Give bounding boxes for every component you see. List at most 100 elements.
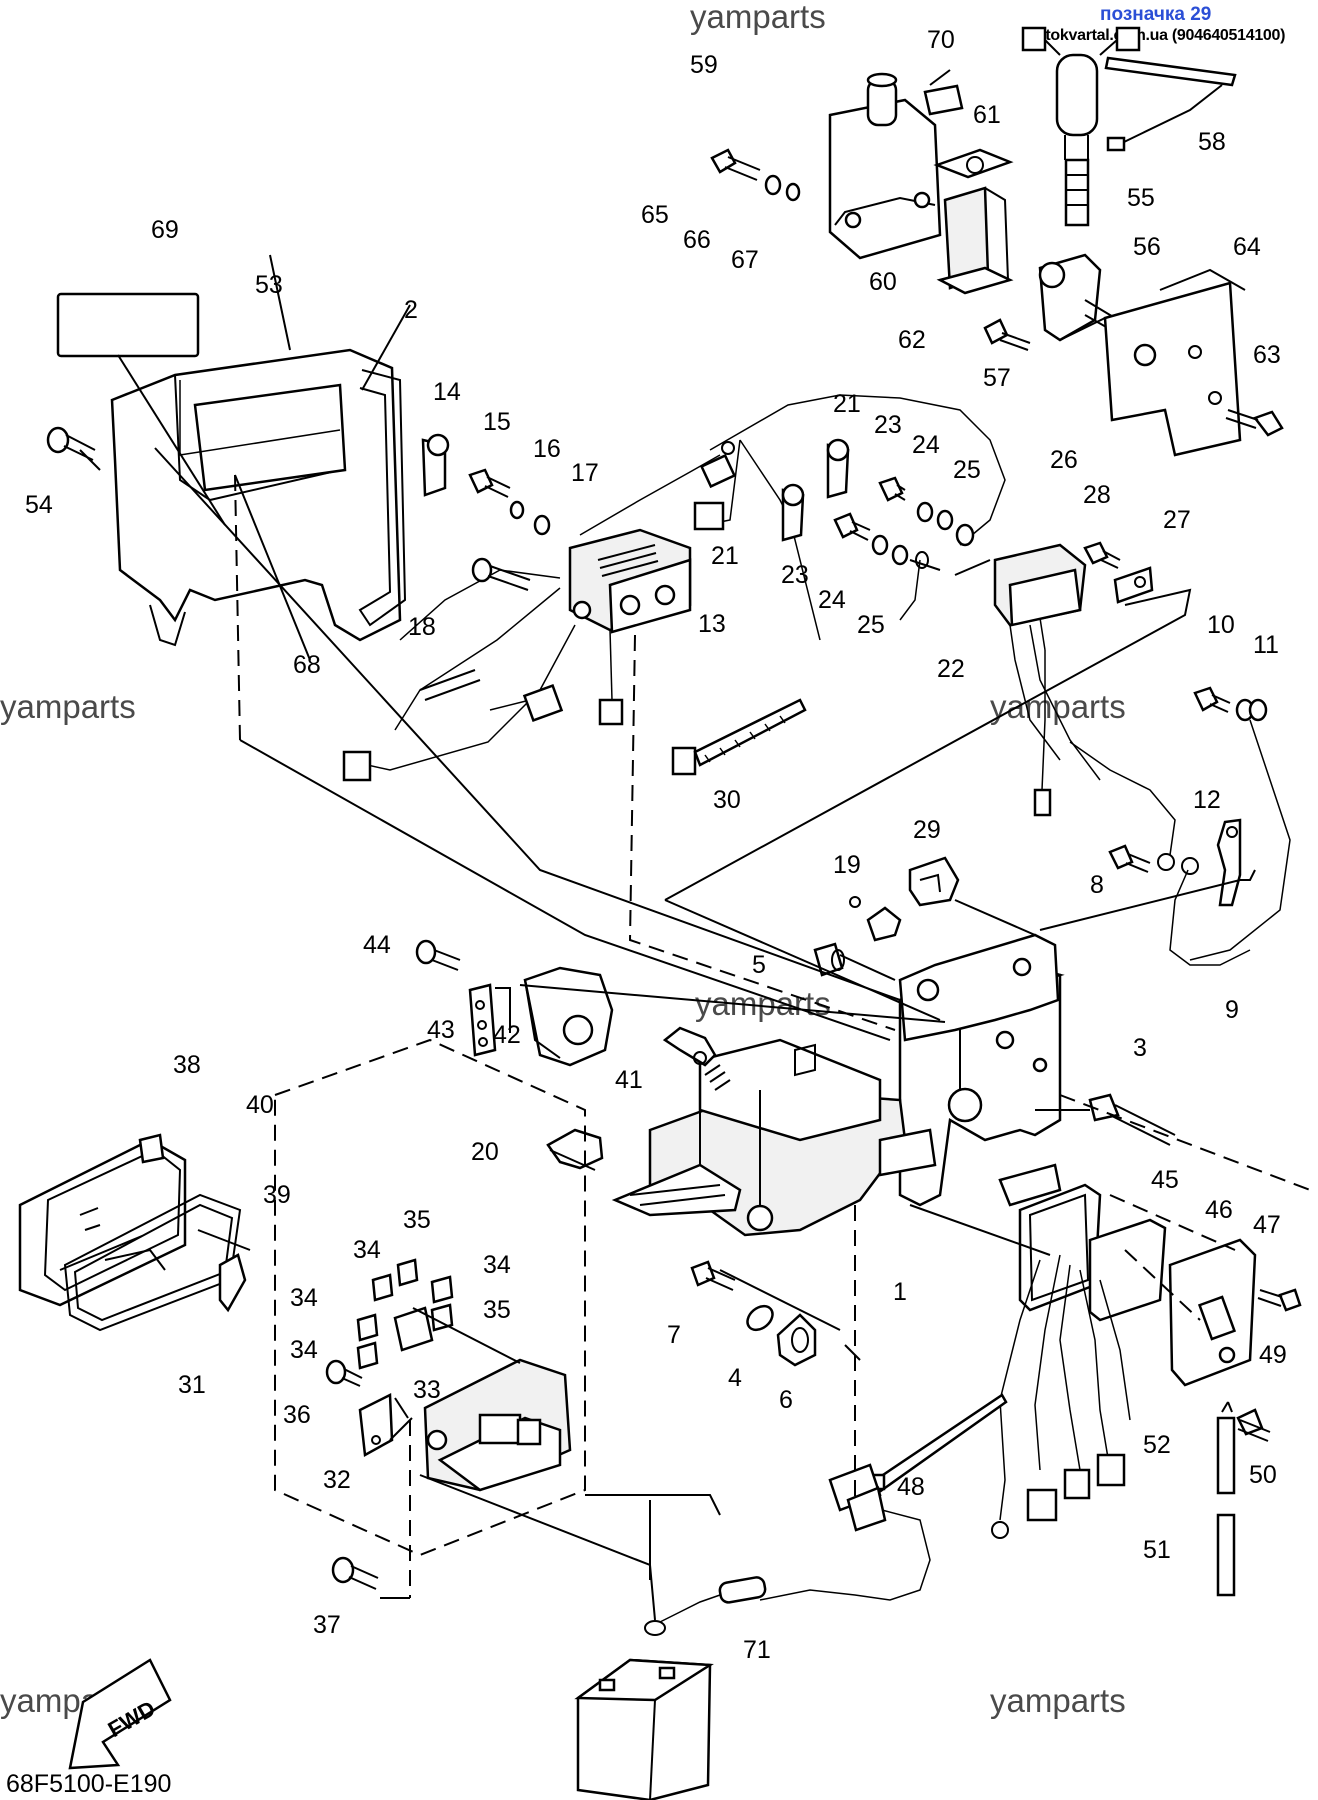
callout-number[interactable]: 58 — [1198, 128, 1226, 156]
callout-number[interactable]: 19 — [833, 851, 861, 879]
callout-number[interactable]: 59 — [690, 51, 718, 79]
callout-number[interactable]: 31 — [178, 1371, 206, 1399]
watermark: yamparts — [690, 0, 826, 35]
callout-number[interactable]: 41 — [615, 1066, 643, 1094]
callout-number[interactable]: 33 — [413, 1376, 441, 1404]
callout-number[interactable]: 11 — [1253, 631, 1279, 659]
callout-number[interactable]: 36 — [283, 1401, 311, 1429]
callout-number[interactable]: 22 — [937, 655, 965, 683]
callout-number[interactable]: 23 — [874, 411, 902, 439]
cdi-unit-group — [866, 1183, 1302, 1597]
callout-number[interactable]: 35 — [403, 1206, 431, 1234]
callout-number[interactable]: 21 — [711, 542, 739, 570]
callout-number[interactable]: 71 — [743, 1636, 771, 1664]
callout-number[interactable]: 43 — [427, 1016, 455, 1044]
callout-number[interactable]: 3 — [1133, 1034, 1147, 1062]
callout-number[interactable]: 49 — [1259, 1341, 1287, 1369]
watermark: yamparts — [695, 985, 831, 1022]
callout-number[interactable]: 14 — [433, 378, 461, 406]
callout-number[interactable]: 12 — [1193, 786, 1221, 814]
callout-number[interactable]: 25 — [953, 456, 981, 484]
callout-number[interactable]: 39 — [263, 1181, 291, 1209]
callout-number[interactable]: 47 — [1253, 1211, 1281, 1239]
ignition-coil-group — [710, 26, 1284, 457]
callout-number[interactable]: 34 — [290, 1284, 318, 1312]
callout-number[interactable]: 48 — [897, 1473, 925, 1501]
callout-number[interactable]: 24 — [818, 586, 846, 614]
callout-number[interactable]: 32 — [323, 1466, 351, 1494]
callout-number[interactable]: 46 — [1205, 1196, 1233, 1224]
callout-number[interactable]: 50 — [1249, 1461, 1277, 1489]
callout-number[interactable]: 66 — [683, 226, 711, 254]
callout-number[interactable]: 27 — [1163, 506, 1191, 534]
callout-number[interactable]: 2 — [404, 296, 418, 324]
callout-number[interactable]: 62 — [898, 326, 926, 354]
callout-number[interactable]: 40 — [246, 1091, 274, 1119]
callout-number[interactable]: 60 — [869, 268, 897, 296]
callout-number[interactable]: 51 — [1143, 1536, 1171, 1564]
callout-number[interactable]: 24 — [912, 431, 940, 459]
fuse-box-group — [274, 1038, 586, 1590]
callout-number[interactable]: 20 — [471, 1138, 499, 1166]
callout-number[interactable]: 35 — [483, 1296, 511, 1324]
callout-number[interactable]: 38 — [173, 1051, 201, 1079]
callout-number[interactable]: 42 — [493, 1021, 521, 1049]
reference-lines — [59, 69, 1311, 1621]
callout-number[interactable]: 53 — [255, 271, 283, 299]
callout-number[interactable]: 54 — [25, 491, 53, 519]
source-site-label: motokvartal.com.ua (904640514100) — [1022, 27, 1286, 44]
bolt-collar-group — [690, 1260, 817, 1367]
watermark: yamparts — [0, 688, 136, 725]
callout-number[interactable]: 37 — [313, 1611, 341, 1639]
callout-number[interactable]: 8 — [1090, 871, 1104, 899]
callout-layer: 1 2 3 4 5 6 7 8 9 10 11 12 13 14 15 16 1… — [25, 26, 1287, 1664]
callout-number[interactable]: 69 — [151, 216, 179, 244]
rectifier-regulator-group — [342, 433, 737, 782]
callout-number[interactable]: 23 — [781, 561, 809, 589]
callout-number[interactable]: 17 — [571, 459, 599, 487]
callout-number[interactable]: 65 — [641, 201, 669, 229]
callout-number[interactable]: 16 — [533, 435, 561, 463]
callout-number[interactable]: 26 — [1050, 446, 1078, 474]
callout-number[interactable]: 56 — [1133, 233, 1161, 261]
watermark: yamparts — [990, 688, 1126, 725]
callout-number[interactable]: 68 — [293, 651, 321, 679]
callout-number[interactable]: 10 — [1207, 611, 1235, 639]
starter-relay-group — [693, 394, 1291, 966]
callout-number[interactable]: 13 — [698, 610, 726, 638]
electrical-bracket-1 — [546, 856, 1176, 1237]
callout-number[interactable]: 34 — [353, 1236, 381, 1264]
fuse-holder-cover-group — [18, 1133, 247, 1332]
callout-number[interactable]: 34 — [483, 1251, 511, 1279]
callout-number[interactable]: 15 — [483, 408, 511, 436]
callout-number[interactable]: 9 — [1225, 996, 1239, 1024]
callout-number[interactable]: 34 — [290, 1336, 318, 1364]
callout-number[interactable]: 7 — [667, 1321, 681, 1349]
reference-badge[interactable]: позначка 29 — [1100, 4, 1212, 25]
callout-number[interactable]: 25 — [857, 611, 885, 639]
callout-number[interactable]: 64 — [1233, 233, 1261, 261]
callout-number[interactable]: 1 — [893, 1278, 907, 1306]
cable-tie-30 — [671, 698, 807, 776]
callout-number[interactable]: 63 — [1253, 341, 1281, 369]
callout-number[interactable]: 70 — [927, 26, 955, 54]
callout-number[interactable]: 6 — [779, 1386, 793, 1414]
callout-number[interactable]: 21 — [833, 390, 861, 418]
electrical-box-cover — [46, 292, 407, 647]
callout-number[interactable]: 57 — [983, 364, 1011, 392]
callout-number[interactable]: 18 — [408, 613, 436, 641]
callout-number[interactable]: 55 — [1127, 184, 1155, 212]
callout-number[interactable]: 44 — [363, 931, 391, 959]
fwd-arrow-badge: FWD — [68, 1658, 172, 1770]
callout-number[interactable]: 29 — [913, 816, 941, 844]
callout-number[interactable]: 30 — [713, 786, 741, 814]
callout-number[interactable]: 67 — [731, 246, 759, 274]
callout-number[interactable]: 28 — [1083, 481, 1111, 509]
callout-number[interactable]: 61 — [973, 101, 1001, 129]
callout-number[interactable]: 45 — [1151, 1166, 1179, 1194]
callout-number[interactable]: 52 — [1143, 1431, 1171, 1459]
callout-number[interactable]: 5 — [752, 951, 766, 979]
diagram-code: 68F5100-E190 — [6, 1770, 171, 1798]
callout-number[interactable]: 4 — [728, 1364, 742, 1392]
